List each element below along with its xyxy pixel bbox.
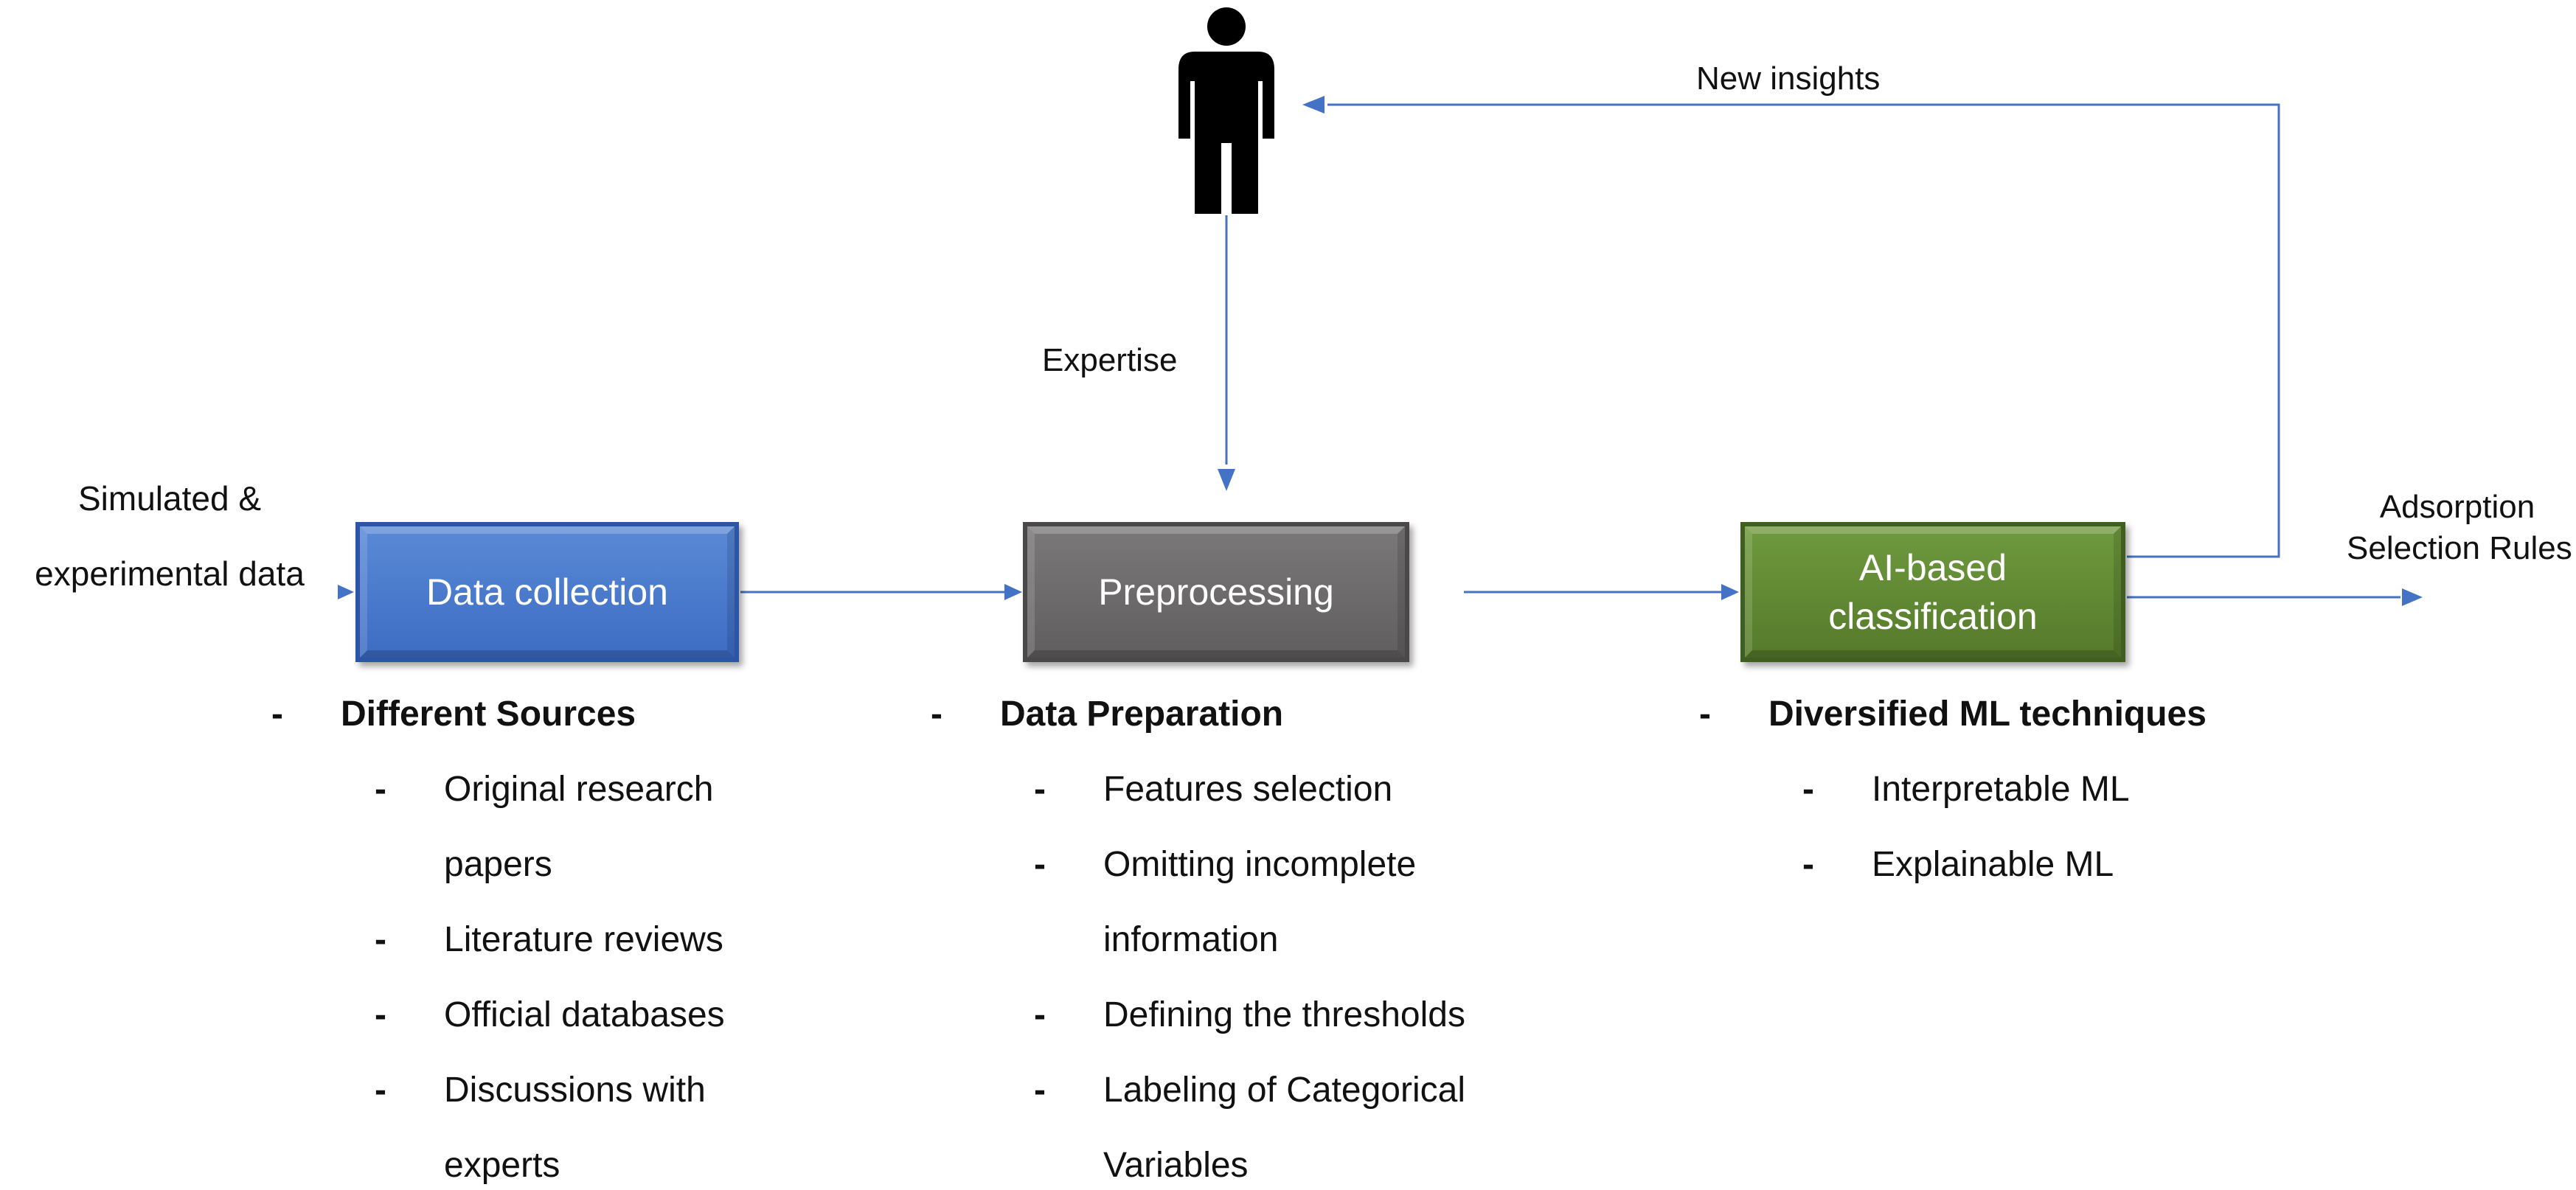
data-collection-box-label: Data collection [426, 571, 668, 613]
list-item: Discussions with [444, 1071, 706, 1110]
bullet-dash: - [375, 770, 386, 809]
data-preparation-list: - Data Preparation - Features selection … [931, 677, 1594, 1190]
ai-classification-box-label-line: AI-based [1858, 547, 2007, 588]
data-sources-heading: Different Sources [341, 695, 636, 734]
ai-classification-box-label: AI-based classification [1828, 543, 2037, 641]
list-item-continuation: papers [444, 845, 552, 884]
data-collection-box: Data collection [355, 522, 739, 662]
ml-techniques-list: - Diversified ML techniques - Interpreta… [1699, 677, 2363, 902]
ai-to-output-arrowhead [2402, 588, 2423, 606]
input-data-label-line: Simulated & [77, 479, 261, 518]
collect-to-prep-arrowhead [1004, 584, 1022, 600]
bullet-dash: - [375, 920, 386, 959]
input-arrowhead [338, 585, 354, 599]
list-item: Explainable ML [1872, 845, 2114, 884]
expertise-label: Expertise [1042, 342, 1178, 378]
ml-techniques-heading: Diversified ML techniques [1768, 695, 2207, 734]
person-icon [1178, 7, 1274, 214]
bullet-dash: - [1802, 845, 1814, 884]
list-item-continuation: Variables [1103, 1146, 1249, 1185]
output-rules-label: Adsorption Selection Rules [2347, 487, 2572, 569]
expertise-arrowhead [1218, 469, 1235, 491]
bullet-dash: - [931, 695, 942, 734]
list-item: Defining the thresholds [1103, 995, 1465, 1034]
preprocessing-box: Preprocessing [1023, 522, 1409, 662]
output-rules-label-line: Adsorption [2379, 489, 2535, 525]
list-item: Original research [444, 770, 714, 809]
output-rules-label-line: Selection Rules [2347, 530, 2572, 566]
new-insights-label: New insights [1696, 60, 1881, 97]
list-item: Features selection [1103, 770, 1393, 809]
list-item-continuation: information [1103, 920, 1279, 959]
bullet-dash: - [375, 1071, 386, 1110]
list-item: Interpretable ML [1872, 770, 2130, 809]
preprocessing-box-label: Preprocessing [1098, 571, 1334, 613]
list-item: Literature reviews [444, 920, 723, 959]
bullet-dash: - [1034, 1071, 1046, 1110]
bullet-dash: - [1699, 695, 1711, 734]
new-insights-arrowhead [1302, 96, 1325, 114]
bullet-dash: - [1802, 770, 1814, 809]
list-item: Labeling of Categorical [1103, 1071, 1465, 1110]
bullet-dash: - [375, 995, 386, 1034]
bullet-dash: - [1034, 770, 1046, 809]
list-item: Omitting incomplete [1103, 845, 1417, 884]
ai-classification-box-label-line: classification [1828, 596, 2038, 637]
list-item-continuation: experts [444, 1146, 560, 1185]
prep-to-ai-arrowhead [1721, 584, 1739, 600]
bullet-dash: - [1034, 995, 1046, 1034]
ai-classification-box: AI-based classification [1740, 522, 2125, 662]
list-item: Official databases [444, 995, 725, 1034]
data-sources-list: - Different Sources - Original research … [271, 677, 788, 1190]
bullet-dash: - [1034, 845, 1046, 884]
new-insights-connector [1327, 103, 2280, 558]
input-data-label-line: experimental data [35, 554, 305, 593]
bullet-dash: - [271, 695, 283, 734]
data-preparation-heading: Data Preparation [1000, 695, 1284, 734]
input-data-label: Simulated & experimental data [0, 461, 339, 611]
